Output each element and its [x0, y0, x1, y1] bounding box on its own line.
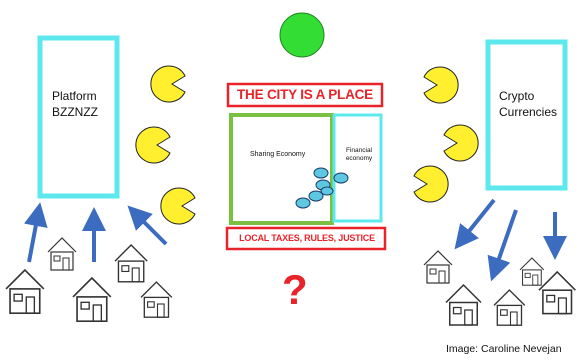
house-icon — [47, 237, 77, 271]
image-credit: Image: Caroline Nevejan — [446, 343, 562, 355]
local-taxes-box — [225, 226, 387, 251]
house-icon — [445, 284, 482, 326]
platform-label: Platform BZZNZZ — [52, 89, 98, 119]
house-icon — [114, 244, 148, 283]
question-mark: ? — [282, 266, 308, 313]
financial-economy-box — [332, 113, 383, 223]
sharing-economy-box — [229, 113, 334, 225]
house-icon — [538, 271, 577, 315]
financial-economy-label: Financial economy — [345, 147, 373, 162]
local-taxes-label: LOCAL TAXES, RULES, JUSTICE — [239, 233, 375, 243]
city-title-box — [226, 82, 384, 108]
house-icon — [493, 289, 526, 326]
pacman-icon — [150, 65, 186, 103]
pacman-icon — [413, 165, 449, 203]
pacman-icon — [135, 126, 171, 164]
house-icon — [423, 250, 453, 284]
pacman-icon — [423, 66, 459, 104]
house-icon — [72, 277, 112, 323]
platform-box — [37, 35, 120, 199]
pacman-icon — [443, 124, 479, 162]
chain-link-icon — [295, 167, 349, 209]
pacman-icon — [160, 187, 196, 225]
sharing-economy-label: Sharing Economy — [250, 151, 306, 158]
crypto-label: Crypto Currencies — [499, 89, 558, 119]
house-icon — [519, 257, 545, 286]
house-icon — [5, 269, 45, 315]
arrow-icon — [23, 202, 48, 263]
arrow-icon — [487, 209, 518, 282]
arrow-icon — [127, 205, 168, 246]
green-circle — [279, 12, 325, 58]
house-icon — [140, 281, 173, 318]
crypto-box — [485, 39, 568, 191]
city-title: THE CITY IS A PLACE — [237, 87, 373, 102]
arrow-icon — [454, 198, 496, 250]
